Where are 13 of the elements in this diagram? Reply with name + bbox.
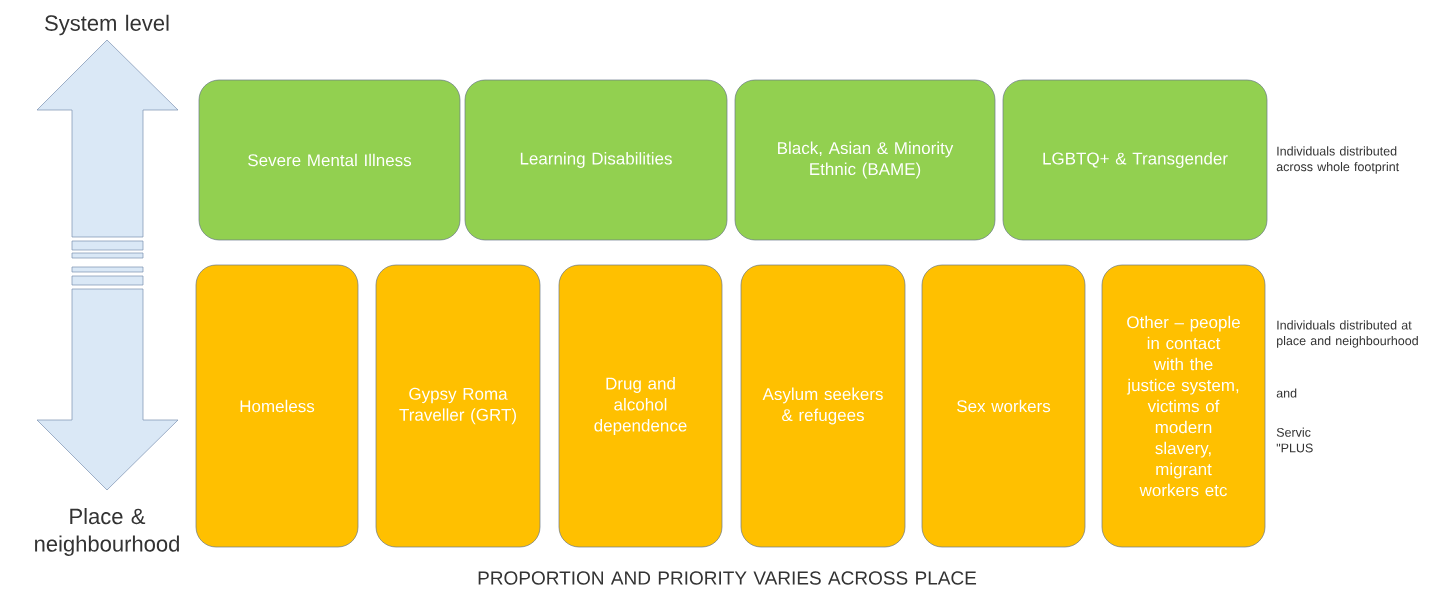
- group-box: Sex workers: [921, 264, 1086, 548]
- group-box: Asylum seekers & refugees: [740, 264, 906, 548]
- group-box: Severe Mental Illness: [198, 79, 461, 241]
- note-text: Individuals distributed at place and neighbourhood: [1277, 320, 1418, 348]
- group-box: Learning Disabilities: [464, 79, 728, 241]
- group-box: Other – people in contact with the justice system, victims of modern slavery, migrant workers etc: [1101, 264, 1266, 548]
- group-box: Black, Asian & Minority Ethnic (BAME): [734, 79, 996, 241]
- footer-text: PROPORTION AND PRIORITY VARIES ACROSS PLACE: [478, 571, 977, 585]
- group-box: Homeless: [195, 264, 359, 548]
- group-box: Gypsy Roma Traveller (GRT): [375, 264, 541, 548]
- group-box: LGBTQ+ & Transgender: [1002, 79, 1268, 241]
- level-label: System level: [45, 14, 169, 36]
- group-box: Drug and alcohol dependence: [558, 264, 723, 548]
